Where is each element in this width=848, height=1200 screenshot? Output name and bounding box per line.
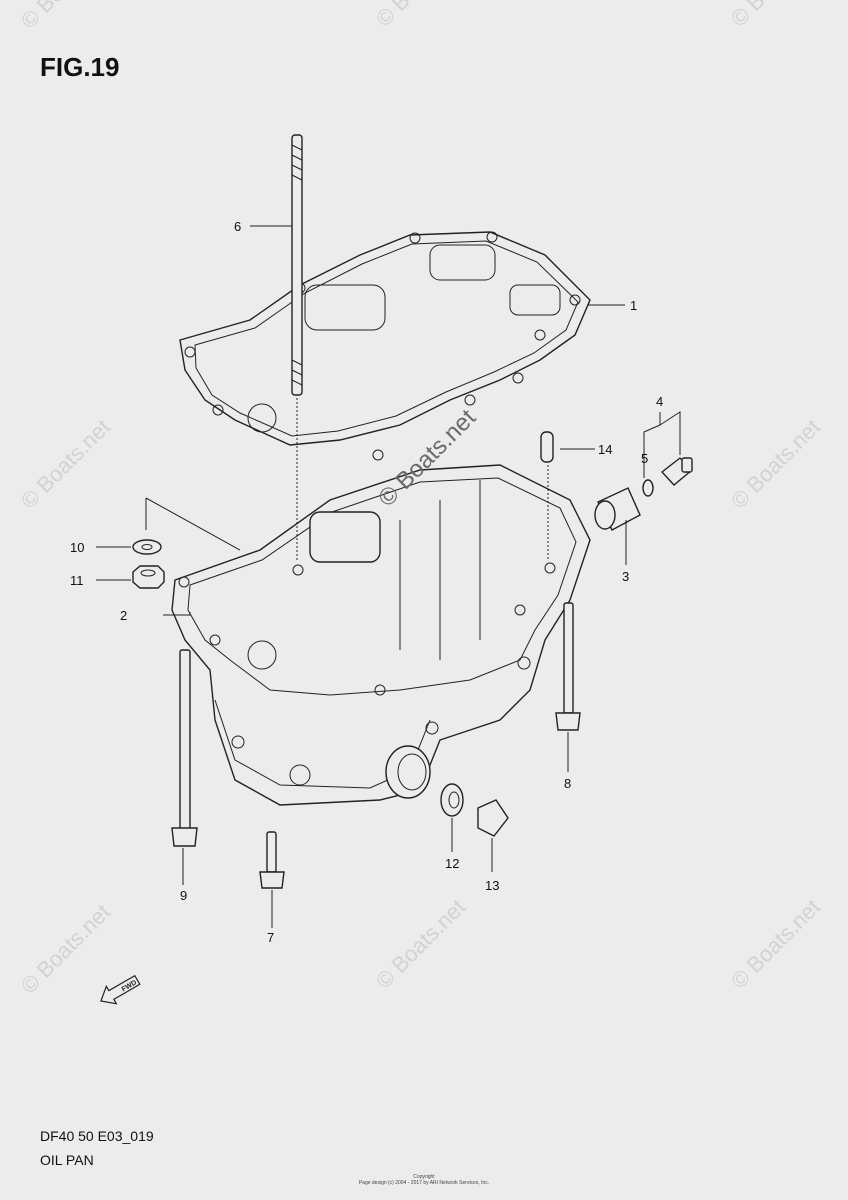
- callout-9: 9: [180, 888, 187, 903]
- figure-title: FIG.19: [40, 52, 120, 82]
- callout-4: 4: [656, 394, 663, 409]
- watermark-text: © Boats.net: [371, 894, 470, 993]
- oil-sensor-part[interactable]: [660, 457, 694, 486]
- fwd-arrow-icon: FWD: [100, 974, 141, 1005]
- bolt-9-part[interactable]: [171, 649, 198, 847]
- watermark-text: © Boats.net: [726, 0, 825, 32]
- callout-14: 14: [598, 442, 612, 457]
- callout-11: 11: [70, 573, 84, 588]
- watermark-text: © Boats.net: [726, 414, 825, 513]
- bolt-8-part[interactable]: [555, 602, 581, 731]
- pin-part[interactable]: [540, 431, 554, 463]
- oil-pan-part[interactable]: [171, 464, 591, 806]
- callout-12: 12: [445, 856, 459, 871]
- copyright-notice: Copyright Page design (c) 2004 - 2017 by…: [0, 1174, 848, 1186]
- watermark-text: © Boats.net: [16, 899, 115, 998]
- drain-plug-part[interactable]: [477, 799, 509, 837]
- watermark-text: © Boats.net: [16, 0, 115, 34]
- o-ring-part[interactable]: [642, 479, 654, 497]
- fwd-label: FWD: [121, 979, 138, 993]
- washer-part[interactable]: [132, 539, 162, 555]
- callout-13: 13: [485, 878, 499, 893]
- model-code: DF40 50 E03_019: [40, 1128, 154, 1144]
- watermark-text: © Boats.net: [16, 414, 115, 513]
- callout-6: 6: [234, 219, 241, 234]
- callout-5: 5: [641, 451, 648, 466]
- watermark-text: © Boats.net: [371, 0, 470, 32]
- bolt-7-part[interactable]: [259, 831, 285, 889]
- nut-part[interactable]: [132, 565, 165, 589]
- part-name: OIL PAN: [40, 1152, 94, 1168]
- gasket-part[interactable]: [179, 231, 591, 461]
- callout-1: 1: [630, 298, 637, 313]
- strainer-cap-part[interactable]: [594, 487, 641, 531]
- copyright-line-1: Copyright: [413, 1174, 435, 1180]
- callout-8: 8: [564, 776, 571, 791]
- callout-10: 10: [70, 540, 84, 555]
- callout-3: 3: [622, 569, 629, 584]
- stud-bolt-part[interactable]: [291, 134, 303, 396]
- callout-7: 7: [267, 930, 274, 945]
- leader-lines: [96, 225, 681, 928]
- drain-washer-part[interactable]: [440, 783, 464, 817]
- callout-labels: 1 2 3 4 5 6 7 8 9 10 11 12 13 14: [70, 219, 663, 945]
- watermark-text: © Boats.net: [726, 894, 825, 993]
- copyright-line-2: Page design (c) 2004 - 2017 by ARI Netwo…: [358, 1180, 490, 1186]
- callout-2: 2: [120, 608, 127, 623]
